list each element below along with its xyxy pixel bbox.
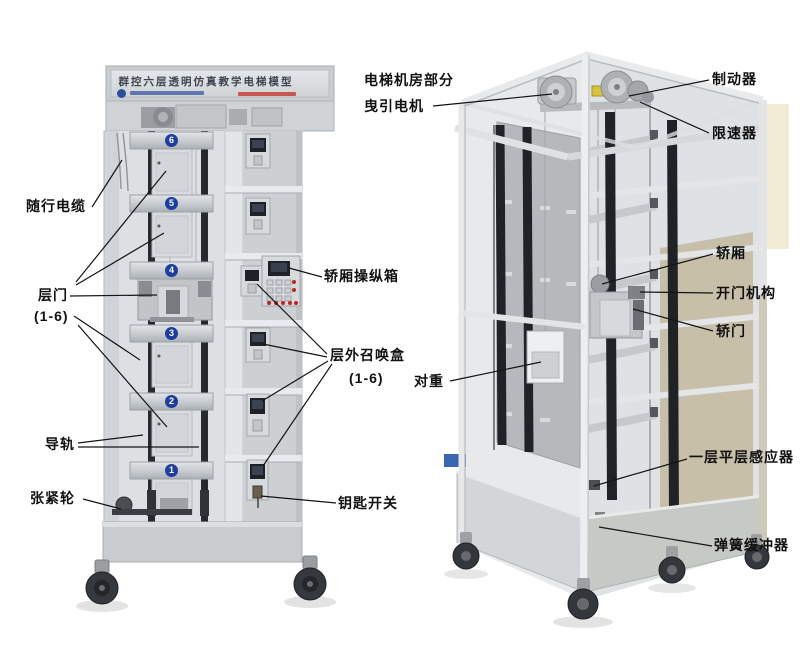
governor-sheave — [642, 91, 654, 103]
leader-landing-door-3 — [73, 315, 141, 361]
caster-front-right — [293, 555, 327, 601]
base-cabinet — [102, 521, 303, 563]
landing-door-6 — [151, 148, 193, 196]
leader-lines — [69, 79, 714, 547]
base-rim — [456, 470, 586, 520]
base-rim — [103, 522, 302, 527]
label-landing-door: 层门 — [38, 287, 68, 303]
brand-text-line — [130, 91, 204, 95]
leader-car-door — [632, 308, 714, 332]
caster — [658, 546, 686, 584]
floor-number-badge: 1 — [165, 464, 178, 477]
leader-tension-wheel — [82, 498, 122, 510]
car-assembly — [589, 274, 645, 339]
label-key-switch: 钥匙开关 — [338, 495, 398, 511]
label-spring-buffer: 弹簧缓冲器 — [714, 537, 789, 553]
label-counterweight: 对重 — [414, 373, 444, 389]
floor-number-badge: 6 — [165, 134, 178, 147]
call-box-floor6 — [245, 133, 271, 169]
counterweight — [526, 330, 565, 384]
label-landing-door-range: (1-6) — [34, 308, 69, 324]
leader-call-box-1 — [262, 363, 333, 467]
label-door-mechanism: 开门机构 — [716, 285, 776, 301]
leader-landing-door-5 — [75, 232, 165, 286]
leader-speed-governor — [639, 101, 710, 134]
label-traction-motor: 曳引电机 — [364, 98, 424, 114]
call-box-floor5 — [245, 197, 271, 235]
leader-trailing-cable — [91, 159, 123, 208]
right-elevator-model — [444, 51, 789, 628]
leader-brake — [628, 79, 710, 97]
call-box-floor1 — [246, 459, 269, 508]
caster-front-left — [85, 559, 119, 605]
leader-leveling-sensor — [593, 458, 688, 487]
label-tension-wheel: 张紧轮 — [30, 490, 75, 506]
leader-key-switch — [260, 495, 337, 504]
shaft-back-panel — [496, 121, 581, 469]
leader-door-mechanism — [639, 291, 714, 294]
shaft-left-frame — [107, 131, 119, 522]
leveling-sensor — [587, 480, 600, 490]
floor-number-badge: 2 — [165, 395, 178, 408]
leader-landing-door-4 — [69, 294, 158, 297]
floor-number-badge: 4 — [165, 264, 178, 277]
label-car: 轿厢 — [716, 245, 746, 261]
leader-car — [601, 253, 714, 285]
landing-door-5 — [151, 211, 193, 258]
label-landing-call-box: 层外召唤盒 — [330, 347, 405, 363]
label-machine-room-section: 电梯机房部分 — [364, 72, 454, 88]
background-tint — [764, 104, 789, 249]
brand-logo-icon — [117, 89, 126, 98]
caster — [744, 534, 770, 570]
label-call-box-range: (1-6) — [349, 370, 384, 386]
label-brake: 制动器 — [712, 71, 757, 87]
floor-number-badge: 3 — [165, 327, 178, 340]
base-rim — [584, 494, 764, 520]
label-speed-governor: 限速器 — [712, 125, 757, 141]
call-box-floor2 — [246, 393, 270, 437]
car-operation-box — [261, 255, 301, 307]
trailing-cable — [116, 132, 129, 192]
key-switch — [252, 485, 263, 499]
contact-text-line — [238, 92, 296, 96]
floor-bars — [129, 131, 214, 480]
leader-landing-door-2 — [77, 324, 168, 428]
leader-call-box-4 — [256, 283, 328, 355]
label-car-door: 轿门 — [716, 323, 746, 339]
caster-shadow — [648, 583, 696, 593]
leader-spring-buffer — [598, 526, 713, 547]
floor-number-badge: 5 — [165, 197, 178, 210]
caster — [452, 532, 480, 570]
left-elevator-model — [76, 65, 336, 612]
caster-shadow — [76, 600, 128, 612]
caster-shadow — [444, 569, 488, 579]
leader-traction-motor — [432, 93, 553, 107]
door-mechanism-unit — [628, 286, 645, 299]
leader-guide-rail-left — [77, 434, 144, 444]
caster-shadow — [284, 596, 336, 608]
traction-machine — [537, 70, 654, 109]
leader-counterweight — [449, 361, 542, 382]
label-guide-rail: 导轨 — [45, 436, 75, 452]
leader-call-box-3 — [262, 343, 328, 358]
leader-car-operation-box — [288, 267, 323, 278]
label-trailing-cable: 随行电缆 — [26, 198, 86, 214]
car-door-panel — [599, 299, 631, 337]
leader-call-box-2 — [261, 360, 329, 402]
call-box-floor4 — [240, 265, 264, 297]
landing-doors — [151, 148, 193, 515]
model-title-plate-text: 群控六层透明仿真教学电梯模型 — [118, 76, 294, 88]
label-leveling-sensor: 一层平层感应器 — [689, 449, 794, 465]
caster-shadow — [553, 616, 613, 628]
caster — [567, 578, 599, 620]
side-wall-panel — [660, 232, 753, 523]
leader-landing-door-6 — [75, 170, 167, 283]
landing-door-3 — [151, 341, 193, 388]
left-hoist-machine — [141, 104, 283, 129]
label-car-operation-box: 轿厢操纵箱 — [324, 268, 399, 284]
frame — [458, 51, 767, 601]
